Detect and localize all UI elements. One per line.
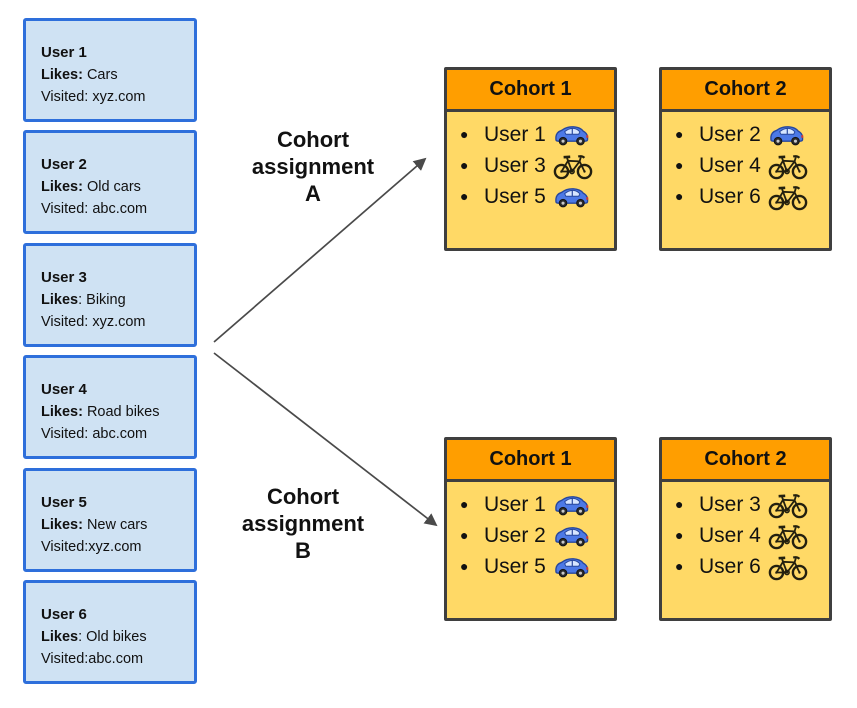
user-card-visited: Visited: xyz.com — [41, 89, 146, 105]
user-card-3: User 3 Likes: Biking Visited: xyz.com — [23, 243, 197, 347]
cohort-box-a2: Cohort 2 ●User 2 ●User 4 ●User 6 — [659, 67, 832, 251]
user-card-1: User 1 Likes: Cars Visited: xyz.com — [23, 18, 197, 122]
user-card-title: User 5 — [41, 494, 87, 511]
user-card-6: User 6 Likes: Old bikes Visited:abc.com — [23, 580, 197, 684]
bullet-icon: ● — [460, 558, 469, 574]
cohort-header: Cohort 1 — [447, 70, 614, 112]
bullet-icon: ● — [460, 527, 469, 543]
car-icon — [768, 123, 805, 147]
cohort-item: ●User 4 — [675, 150, 827, 181]
user-card-5: User 5 Likes: New cars Visited:xyz.com — [23, 468, 197, 572]
cohort-header: Cohort 1 — [447, 440, 614, 482]
bike-icon — [768, 553, 808, 581]
user-card-title: User 3 — [41, 269, 87, 286]
car-icon — [553, 493, 590, 517]
cohort-item: ●User 6 — [675, 551, 827, 582]
bullet-icon: ● — [675, 527, 684, 543]
bike-icon — [768, 183, 808, 211]
car-icon — [553, 185, 590, 209]
cohort-item: ●User 3 — [675, 489, 827, 520]
bike-icon — [768, 152, 808, 180]
cohort-item: ●User 2 — [460, 520, 612, 551]
bike-icon — [768, 491, 808, 519]
car-icon — [553, 123, 590, 147]
car-icon — [553, 555, 590, 579]
user-card-likes: Likes: Old bikes — [41, 629, 147, 645]
user-card-4: User 4 Likes: Road bikes Visited: abc.co… — [23, 355, 197, 459]
bullet-icon: ● — [675, 558, 684, 574]
cohort-member-list: ●User 1 ●User 2 ●User 5 — [447, 482, 614, 582]
cohort-item: ●User 3 — [460, 150, 612, 181]
user-card-visited: Visited:abc.com — [41, 651, 144, 667]
user-card-title: User 4 — [41, 381, 87, 398]
cohort-item: ●User 2 — [675, 119, 827, 150]
user-card-visited: Visited: xyz.com — [41, 314, 146, 330]
assignment-a-label: Cohort assignment A — [251, 127, 375, 206]
user-card-likes: Likes: Old cars — [41, 179, 141, 195]
car-icon — [553, 524, 590, 548]
user-card-likes: Likes: Biking — [41, 292, 126, 308]
bullet-icon: ● — [460, 157, 469, 173]
bullet-icon: ● — [460, 188, 469, 204]
cohort-member-list: ●User 1 ●User 3 ●User 5 — [447, 112, 614, 212]
bike-icon — [553, 152, 593, 180]
cohort-member-list: ●User 2 ●User 4 ●User 6 — [662, 112, 829, 212]
cohort-item: ●User 1 — [460, 489, 612, 520]
user-card-likes: Likes: New cars — [41, 517, 148, 533]
cohort-item: ●User 4 — [675, 520, 827, 551]
user-card-visited: Visited: abc.com — [41, 426, 148, 442]
user-card-likes: Likes: Road bikes — [41, 404, 160, 420]
user-card-likes: Likes: Cars — [41, 67, 118, 83]
cohort-item: ●User 6 — [675, 181, 827, 212]
user-card-visited: Visited:xyz.com — [41, 539, 142, 555]
cohort-member-list: ●User 3 ●User 4 ●User 6 — [662, 482, 829, 582]
assignment-b-label: Cohort assignment B — [241, 484, 365, 563]
cohort-box-b1: Cohort 1 ●User 1 ●User 2 ●User 5 — [444, 437, 617, 621]
cohort-header: Cohort 2 — [662, 70, 829, 112]
bike-icon — [768, 522, 808, 550]
cohort-item: ●User 1 — [460, 119, 612, 150]
user-card-title: User 1 — [41, 44, 87, 61]
bullet-icon: ● — [675, 126, 684, 142]
user-card-visited: Visited: abc.com — [41, 201, 148, 217]
bullet-icon: ● — [460, 496, 469, 512]
bullet-icon: ● — [675, 157, 684, 173]
cohort-box-a1: Cohort 1 ●User 1 ●User 3 ●User 5 — [444, 67, 617, 251]
cohort-item: ●User 5 — [460, 551, 612, 582]
cohort-header: Cohort 2 — [662, 440, 829, 482]
bullet-icon: ● — [460, 126, 469, 142]
cohort-box-b2: Cohort 2 ●User 3 ●User 4 ●User 6 — [659, 437, 832, 621]
user-card-title: User 2 — [41, 156, 87, 173]
bullet-icon: ● — [675, 188, 684, 204]
bullet-icon: ● — [675, 496, 684, 512]
user-card-2: User 2 Likes: Old cars Visited: abc.com — [23, 130, 197, 234]
user-card-title: User 6 — [41, 606, 87, 623]
cohort-item: ●User 5 — [460, 181, 612, 212]
